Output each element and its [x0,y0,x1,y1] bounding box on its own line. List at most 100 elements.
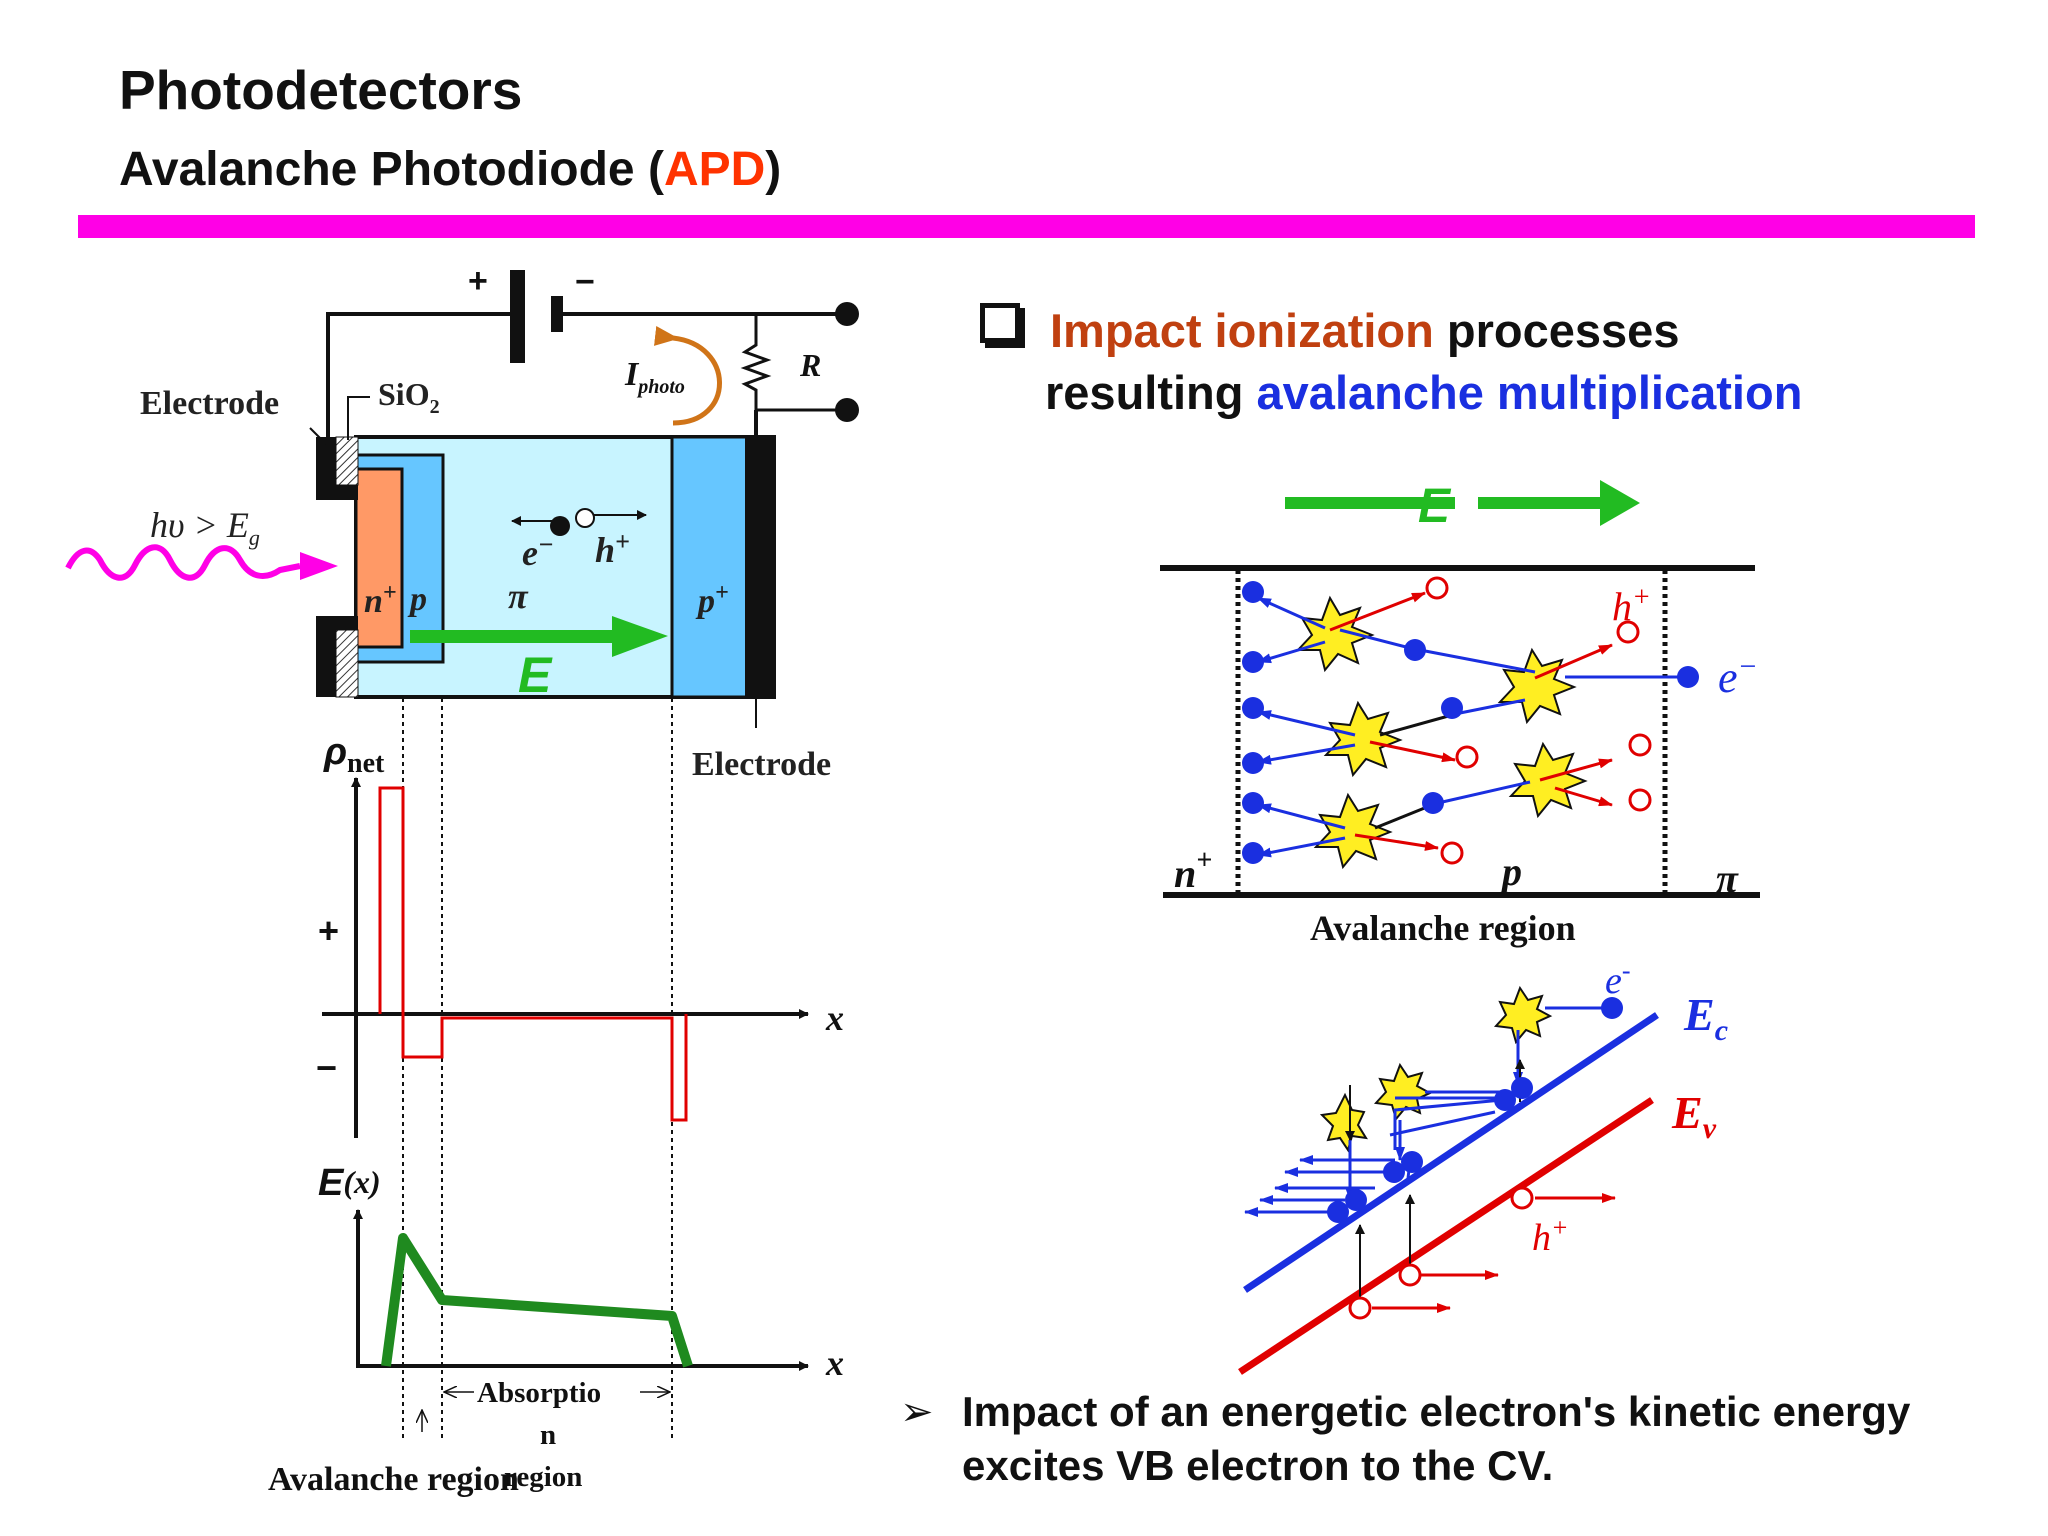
rho-minus: − [316,1047,337,1088]
electron-dot [1401,1151,1423,1173]
electron-dot [1242,842,1264,864]
bullet1-impact-text: Impact ionization [1050,304,1434,357]
band-e-path [1389,1110,1496,1137]
e-path [1257,640,1326,664]
electron-paths [1257,596,1680,858]
arrow-bullet-icon: ➢ [900,1390,934,1434]
band-diagram: Ec Ev [1238,956,1728,1375]
p-label: p [407,581,427,618]
photon-energy-label: hυ > Eg [150,505,260,550]
electron-dot [1345,1189,1367,1211]
electron-dot [1242,792,1264,814]
hole-circle [1425,576,1449,600]
apd-device: + − R Iphoto Electrode SiO2 hυ > Eg [65,262,859,783]
impact-star [1295,595,1375,673]
e-path [1437,780,1531,805]
electron-dot [1404,639,1426,661]
absorption-label-3: region [504,1461,582,1493]
n-plus-layer [354,467,404,649]
h-path [1534,643,1613,680]
band-electron-paths [1244,1006,1615,1217]
terminal-bottom[interactable] [835,398,859,422]
charge-density-plot: ρnet + − x [316,731,844,1138]
left-electrode-top [316,437,358,500]
p-plus-label: p+ [695,580,729,620]
electrode-label-left: Electrode [140,385,279,422]
bullet1-line1: Impact ionization processes [980,300,1802,362]
bullet1-resulting-text: resulting [1045,366,1257,419]
sio2-pointer [347,396,370,440]
band-hole-paths [1372,1193,1616,1313]
e-path [1257,803,1346,830]
electron-dot [1242,697,1264,719]
avalanche-region-label: Avalanche region [268,1461,519,1498]
hole-paths [1329,591,1613,851]
electron-label: e− [522,530,554,573]
electron-dot [1327,1201,1349,1223]
hole-circle [1348,1296,1372,1320]
left-electrode-bottom [316,616,358,697]
av-field-arrowhead [1600,480,1640,526]
subtitle-prefix: Avalanche Photodiode ( [119,143,664,196]
photon-wave [65,544,301,581]
rho-plus: + [318,910,339,951]
e-path [1257,596,1326,630]
hole-circle [1628,788,1652,812]
field-profile-plot: E(x) x Absorptio n region Avalanche regi… [268,1162,844,1498]
field-arrow-shaft [410,630,618,643]
electron-dots [1242,581,1699,864]
electron-dot [1511,1077,1533,1099]
av-field-left-bar [1285,497,1455,509]
bullet-kinetic-energy: ➢ Impact of an energetic electron's kine… [900,1385,1910,1493]
bullet1-processes-text: processes [1433,304,1680,357]
electron-dot [1494,1089,1516,1111]
field-arrow-head [612,616,668,657]
av-electron-label: e− [1718,650,1758,702]
electron-dot [1677,666,1699,688]
e-path [1257,710,1356,737]
terminal-top[interactable] [835,302,859,326]
electron-dot [1441,697,1463,719]
h-path [1369,740,1456,763]
e-path [1257,743,1356,765]
absorption-label-2: n [540,1419,556,1451]
hole-label: h+ [595,527,630,570]
band-stars [1319,985,1553,1153]
h-path [1329,591,1426,632]
electron-dot [1422,792,1444,814]
e-path [1459,698,1526,715]
title-divider [78,215,1975,238]
photocurrent-arrow [653,326,722,426]
battery-minus: − [575,263,595,301]
impact-star [1319,1092,1368,1153]
hole-circle [1510,1186,1534,1210]
bullet2-line1: Impact of an energetic electron's kineti… [962,1388,1911,1435]
band-hole-label: h+ [1532,1213,1569,1259]
impact-star [1373,1062,1433,1122]
right-electrode [745,437,774,697]
e-path [1257,836,1346,858]
e-path-black [1379,713,1453,737]
av-caption: Avalanche region [1310,908,1576,948]
rho-label: ρnet [323,731,385,779]
hole-circle [1398,1263,1422,1287]
n-plus-label: n+ [364,580,397,620]
av-p-label: p [1499,849,1522,894]
checkbox-bullet-icon [980,303,1020,343]
sio2-top [335,436,359,486]
impact-star [1493,985,1553,1045]
battery-plus: + [468,262,488,300]
hole-circle [1455,745,1479,769]
region-guides [402,698,673,1438]
photocurrent-label: Iphoto [624,356,685,398]
impact-star [1313,792,1393,870]
av-n-plus-label: n+ [1174,845,1212,896]
sio2-label: SiO2 [378,376,440,418]
electrode-label-right: Electrode [692,746,831,783]
sio2-bottom [335,629,359,698]
band-hole-circles [1348,1186,1534,1320]
h-path [1354,833,1439,851]
av-hole-label: h+ [1612,582,1651,629]
hole-circle [1616,620,1640,644]
